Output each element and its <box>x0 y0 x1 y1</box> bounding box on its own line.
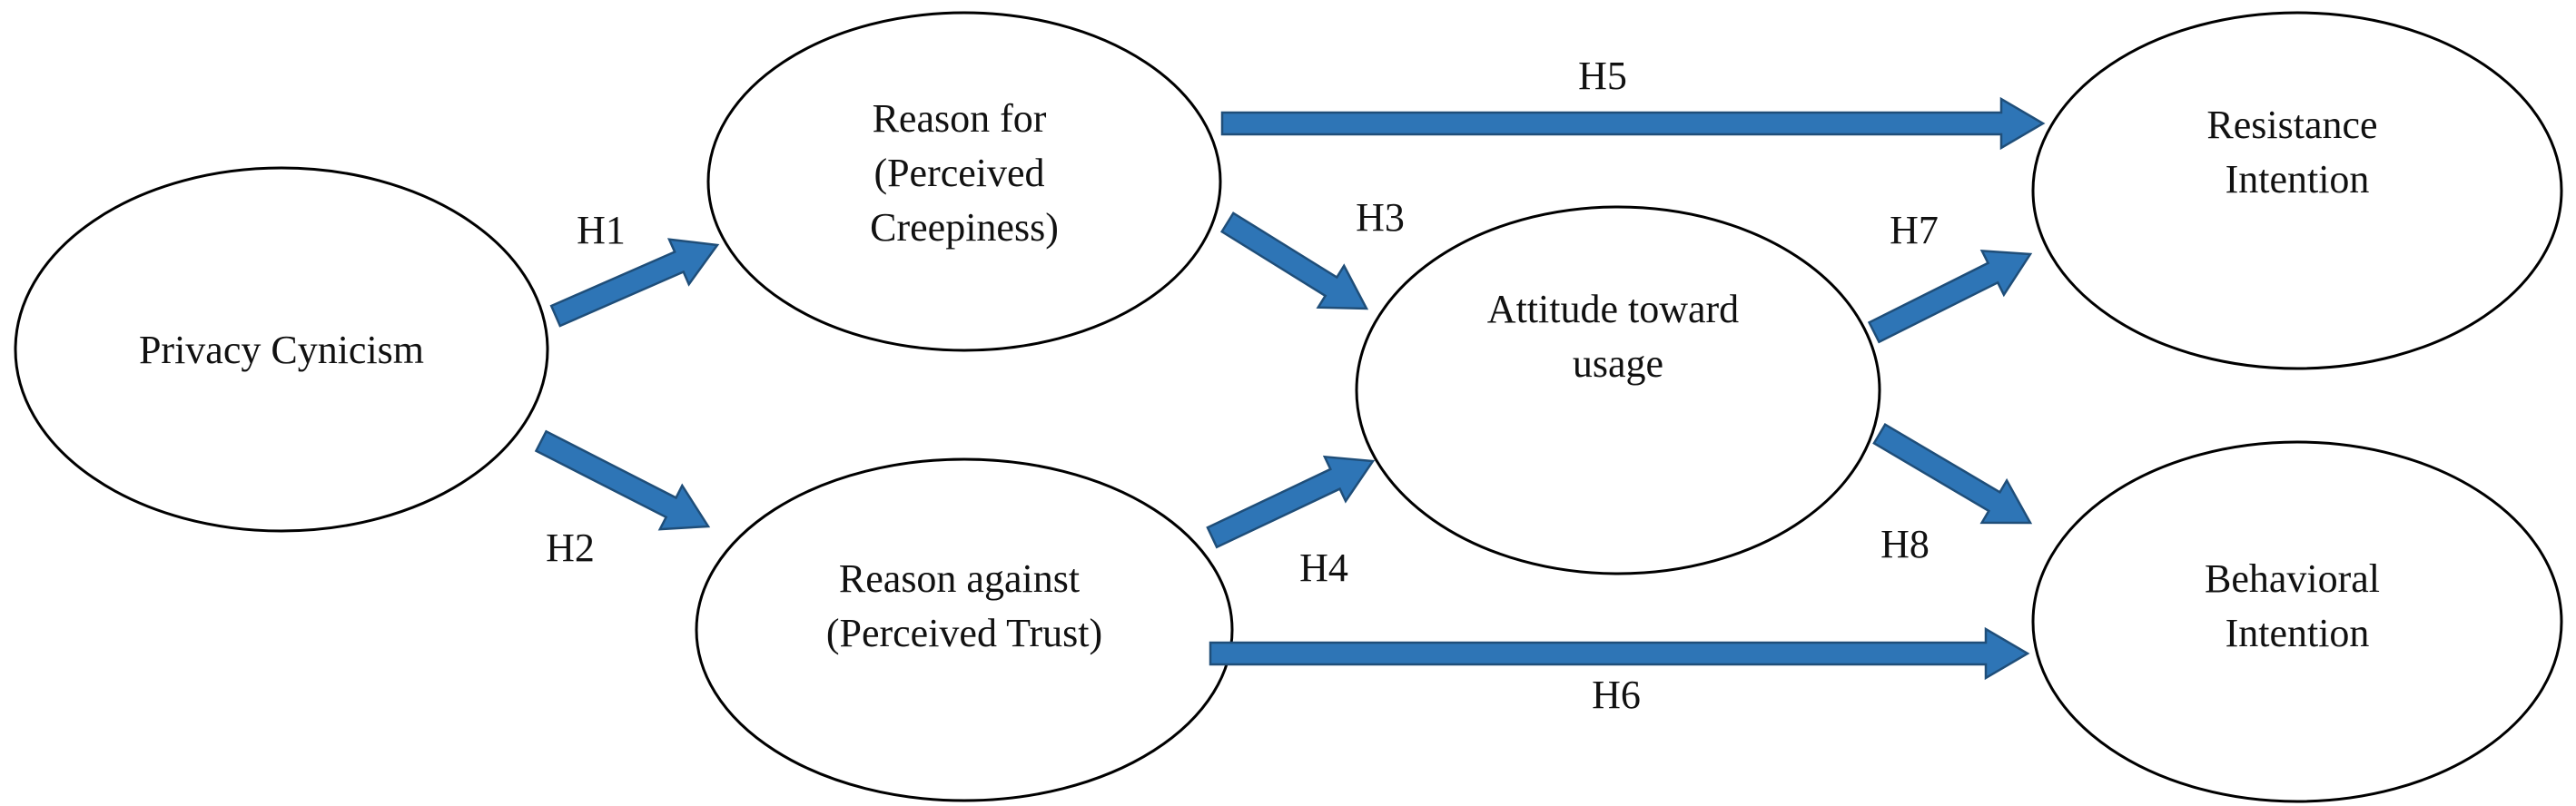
node-behavioral-intention: Behavioral Intention <box>2031 440 2563 803</box>
node-privacy-cynicism: Privacy Cynicism <box>14 166 549 533</box>
node-ellipse <box>1355 205 1881 575</box>
node-label: Attitude toward usage <box>1487 287 1749 386</box>
node-ellipse <box>695 457 1234 802</box>
node-ellipse <box>14 166 549 533</box>
node-label-line: Intention <box>2226 157 2370 202</box>
path-label-h6: H6 <box>1592 673 1641 717</box>
arrow-h5 <box>1220 96 2046 151</box>
node-label-line: Reason against <box>839 556 1080 601</box>
path-label-h5: H5 <box>1578 54 1627 98</box>
arrow-h3 <box>1219 211 1369 310</box>
node-label-line: Privacy Cynicism <box>139 328 424 372</box>
arrow-h6 <box>1209 626 2030 681</box>
arrow-h8 <box>1872 422 2033 525</box>
path-label-h3: H3 <box>1356 195 1405 240</box>
node-ellipse <box>2031 11 2563 370</box>
path-label-h1: H1 <box>577 208 626 252</box>
arrow-h7 <box>1867 250 2033 344</box>
node-label-line: Intention <box>2226 611 2370 655</box>
arrow-h4 <box>1206 455 1376 549</box>
node-label: Reason against (Perceived Trust) <box>826 556 1102 655</box>
node-ellipse <box>706 11 1222 352</box>
node-label-line: Behavioral <box>2205 556 2380 601</box>
node-reason-against: Reason against (Perceived Trust) <box>695 457 1234 802</box>
node-label: Privacy Cynicism <box>139 328 424 372</box>
node-label-line: usage <box>1573 341 1663 386</box>
arrows <box>534 96 2046 681</box>
node-label-line: Reason for <box>873 96 1047 141</box>
node-ellipse <box>2031 440 2563 803</box>
node-label-line: Creepiness) <box>870 205 1059 250</box>
arrow-h2 <box>534 429 711 531</box>
node-reason-for: Reason for (Perceived Creepiness) <box>706 11 1222 352</box>
node-attitude-toward-usage: Attitude toward usage <box>1355 205 1881 575</box>
arrow-h1 <box>549 238 720 328</box>
node-label: Reason for (Perceived Creepiness) <box>870 96 1059 250</box>
path-label-h7: H7 <box>1890 208 1939 252</box>
node-label-line: (Perceived <box>873 151 1044 195</box>
node-label-line: (Perceived Trust) <box>826 611 1102 655</box>
path-labels: H1 H2 H3 H4 H5 H6 H7 H8 <box>546 54 1939 717</box>
node-label-line: Resistance <box>2206 103 2377 147</box>
path-label-h8: H8 <box>1880 522 1930 566</box>
node-resistance-intention: Resistance Intention <box>2031 11 2563 370</box>
path-label-h2: H2 <box>546 526 595 570</box>
node-label-line: Attitude toward <box>1487 287 1739 331</box>
node-label: Resistance Intention <box>2206 103 2387 202</box>
node-label: Behavioral Intention <box>2205 556 2390 655</box>
path-label-h4: H4 <box>1299 546 1348 590</box>
